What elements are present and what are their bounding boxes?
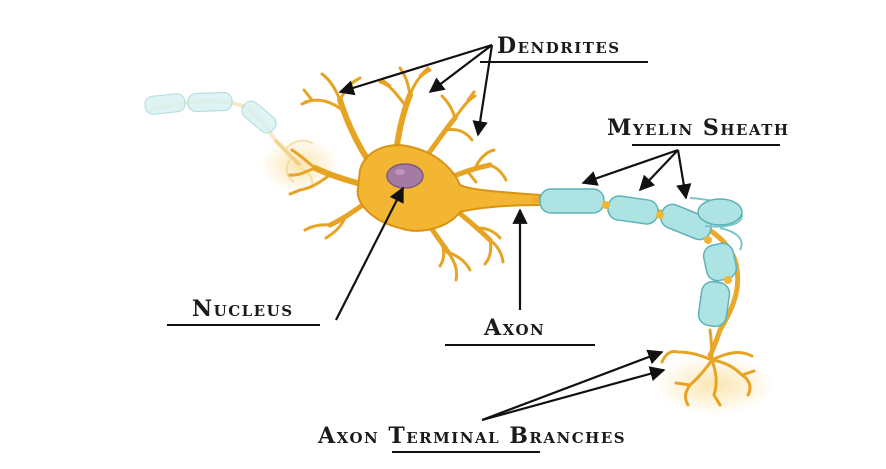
nucleus-shape xyxy=(386,163,424,189)
label-axon-terminal-branches: Axon Terminal Branches xyxy=(317,423,626,449)
myelin-segments xyxy=(539,188,744,328)
pointer-nucleus xyxy=(335,186,404,321)
pointers-axon-terminal-branches xyxy=(481,349,666,422)
label-axon: Axon xyxy=(483,315,545,341)
label-myelin-sheath: Myelin Sheath xyxy=(607,115,790,141)
cell-body xyxy=(356,144,541,232)
label-nucleus: Nucleus xyxy=(192,296,294,322)
label-dendrites: Dendrites xyxy=(497,33,621,59)
pointers-dendrites xyxy=(338,43,494,137)
faded-left-axon xyxy=(144,91,340,193)
pointers-myelin-sheath xyxy=(581,148,692,200)
axon-terminals xyxy=(655,328,775,415)
